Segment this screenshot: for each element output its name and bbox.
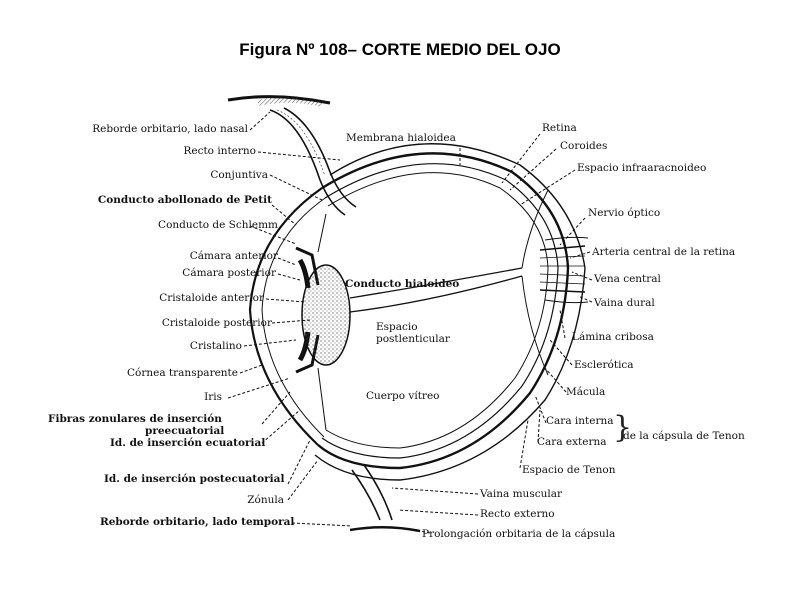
label-conducto-hialoideo: Conducto hialoideo xyxy=(345,278,460,290)
label-esclerotica: Esclerótica xyxy=(574,359,634,371)
label-arteria-central: Arteria central de la retina xyxy=(592,246,736,258)
label-vaina-dural: Vaina dural xyxy=(594,297,655,309)
cornea xyxy=(248,187,323,446)
label-retina: Retina xyxy=(542,122,577,134)
label-zonula: Zónula xyxy=(247,494,284,506)
label-fibras-zonulares: Fibras zonulares de inserción xyxy=(48,413,222,425)
label-nervio-optico: Nervio óptico xyxy=(588,207,661,219)
label-reborde-nasal: Reborde orbitario, lado nasal xyxy=(92,123,248,135)
label-conducto-schlemm: Conducto de Schlemm xyxy=(158,219,278,231)
label-espacio-postlenticular-2: postlenticular xyxy=(376,333,450,345)
medial-rectus-muscle xyxy=(269,109,346,216)
tenon-capsule xyxy=(314,143,586,481)
label-espacio-postlenticular-1: Espacio xyxy=(376,321,418,333)
choroid xyxy=(321,163,559,459)
label-cara-interna: Cara interna xyxy=(546,415,614,427)
label-vena-central: Vena central xyxy=(594,273,661,285)
label-cornea: Córnea transparente xyxy=(126,367,238,379)
label-recto-externo: Recto externo xyxy=(480,508,555,520)
label-lamina-cribosa: Lámina cribosa xyxy=(572,331,654,343)
label-capsula-tenon: de la cápsula de Tenon xyxy=(623,430,745,442)
label-insercion-ecuatorial: Id. de inserción ecuatorial xyxy=(110,437,266,449)
label-recto-interno: Recto interno xyxy=(183,145,256,157)
label-cristaloide-anterior: Cristaloide anterior xyxy=(159,292,264,304)
label-camara-posterior: Cámara posterior xyxy=(182,267,276,279)
label-camara-anterior: Cámara anterior xyxy=(189,250,278,262)
label-cara-externa: Cara externa xyxy=(537,436,607,448)
label-vaina-muscular: Vaina muscular xyxy=(480,488,562,500)
label-membrana-hialoidea: Membrana hialoidea xyxy=(346,132,456,144)
label-reborde-temporal: Reborde orbitario, lado temporal xyxy=(100,516,295,528)
label-preecuatorial: preecuatorial xyxy=(145,425,225,437)
label-cuerpo-vitreo: Cuerpo vítreo xyxy=(366,390,440,402)
label-iris: Iris xyxy=(204,391,222,403)
brace: } xyxy=(613,410,633,445)
figure-title: Figura Nº 108– CORTE MEDIO DEL OJO xyxy=(239,40,561,59)
optic-nerve xyxy=(539,245,586,293)
label-coroides: Coroides xyxy=(560,140,608,152)
retina xyxy=(325,172,549,449)
lens xyxy=(301,264,351,366)
label-conducto-petit: Conducto abollonado de Petit xyxy=(97,194,272,206)
hyaloid-canal xyxy=(349,267,523,299)
label-espacio-tenon: Espacio de Tenon xyxy=(522,464,616,476)
label-cristalino: Cristalino xyxy=(189,340,242,352)
label-espacio-infraaracnoideo: Espacio infraaracnoideo xyxy=(577,162,707,174)
label-insercion-postecuatorial: Id. de inserción postecuatorial xyxy=(104,473,285,485)
label-conjuntiva: Conjuntiva xyxy=(210,169,268,181)
label-macula: Mácula xyxy=(566,386,606,398)
label-cristaloide-posterior: Cristaloide posterior xyxy=(161,317,272,329)
label-prolongacion-orbitaria: Prolongación orbitaria de la cápsula xyxy=(422,528,616,540)
